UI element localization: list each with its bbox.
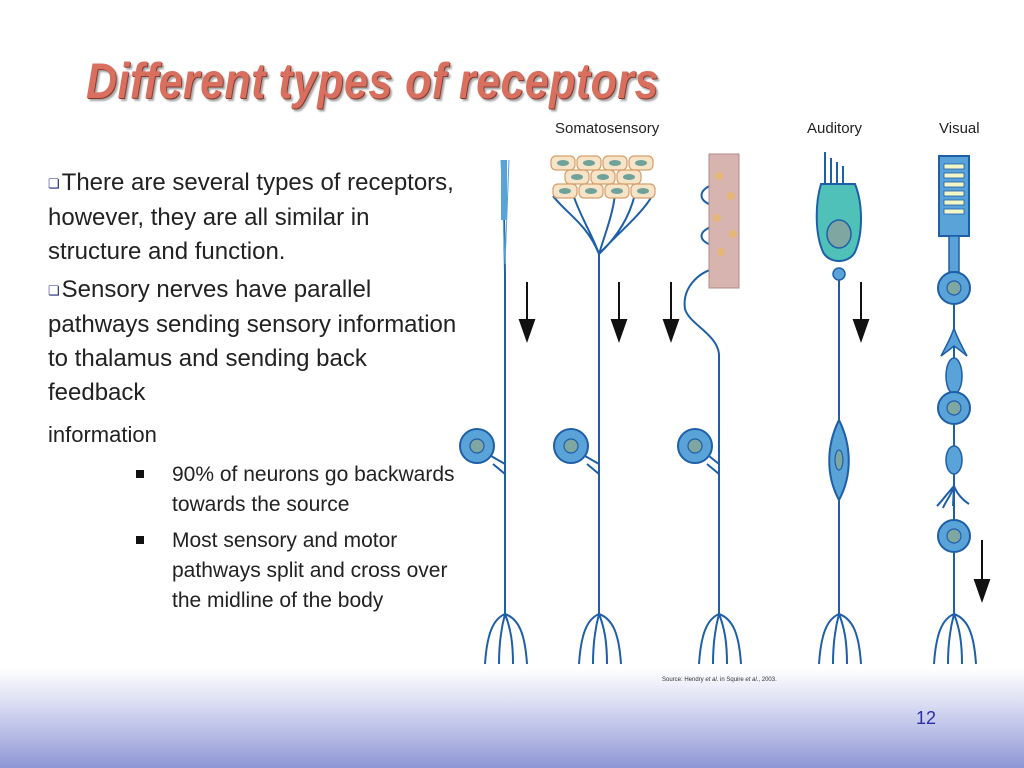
label-auditory: Auditory bbox=[807, 120, 863, 137]
direction-arrows bbox=[518, 282, 991, 604]
page-number: 12 bbox=[916, 708, 937, 728]
muscle-spots bbox=[713, 172, 737, 256]
neuron-diagram bbox=[459, 152, 991, 665]
bullet-list: ❏There are several types of receptors, h… bbox=[48, 166, 468, 622]
checkbox-bullet-icon: ❏ bbox=[48, 283, 60, 298]
ganglion-cell-bodies bbox=[459, 428, 713, 464]
sub-bullet-item: 90% of neurons go backwards towards the … bbox=[136, 460, 468, 520]
skin-receptor-neuron bbox=[552, 193, 653, 665]
checkbox-bullet-icon: ❏ bbox=[48, 176, 60, 191]
slide-title: Different types of receptors bbox=[86, 53, 659, 109]
bullet-continuation: information bbox=[48, 422, 157, 447]
free-nerve-ending-neuron bbox=[484, 159, 528, 665]
hair-bundle bbox=[824, 152, 844, 184]
bullet-item: ❏Sensory nerves have parallel pathways s… bbox=[48, 273, 468, 410]
sub-bullet-text: Most sensory and motor pathways split an… bbox=[172, 529, 448, 612]
bullet-text: Sensory nerves have parallel pathways se… bbox=[48, 276, 457, 406]
muscle-fiber bbox=[708, 153, 740, 289]
square-bullet-icon bbox=[136, 536, 144, 544]
auditory-synapse bbox=[832, 267, 846, 281]
figure-source: Source: Hendry et al. in Squire et al., … bbox=[662, 677, 777, 683]
receptor-figure: Somatosensory Auditory Visual bbox=[457, 114, 995, 688]
bullet-text: There are several types of receptors, ho… bbox=[48, 169, 454, 265]
label-visual: Visual bbox=[939, 120, 980, 137]
sub-bullet-list: 90% of neurons go backwards towards the … bbox=[48, 460, 468, 616]
label-somatosensory: Somatosensory bbox=[555, 120, 660, 137]
photoreceptor-discs bbox=[943, 163, 965, 215]
square-bullet-icon bbox=[136, 470, 144, 478]
sub-bullet-text: 90% of neurons go backwards towards the … bbox=[172, 463, 455, 516]
photoreceptor-terminal bbox=[940, 304, 968, 357]
skin-cell-nuclei bbox=[557, 160, 649, 194]
bullet-item: ❏There are several types of receptors, h… bbox=[48, 166, 468, 269]
free-ending-tip bbox=[501, 160, 507, 220]
hair-cell-nucleus bbox=[826, 219, 852, 249]
sub-bullet-item: Most sensory and motor pathways split an… bbox=[136, 526, 468, 616]
